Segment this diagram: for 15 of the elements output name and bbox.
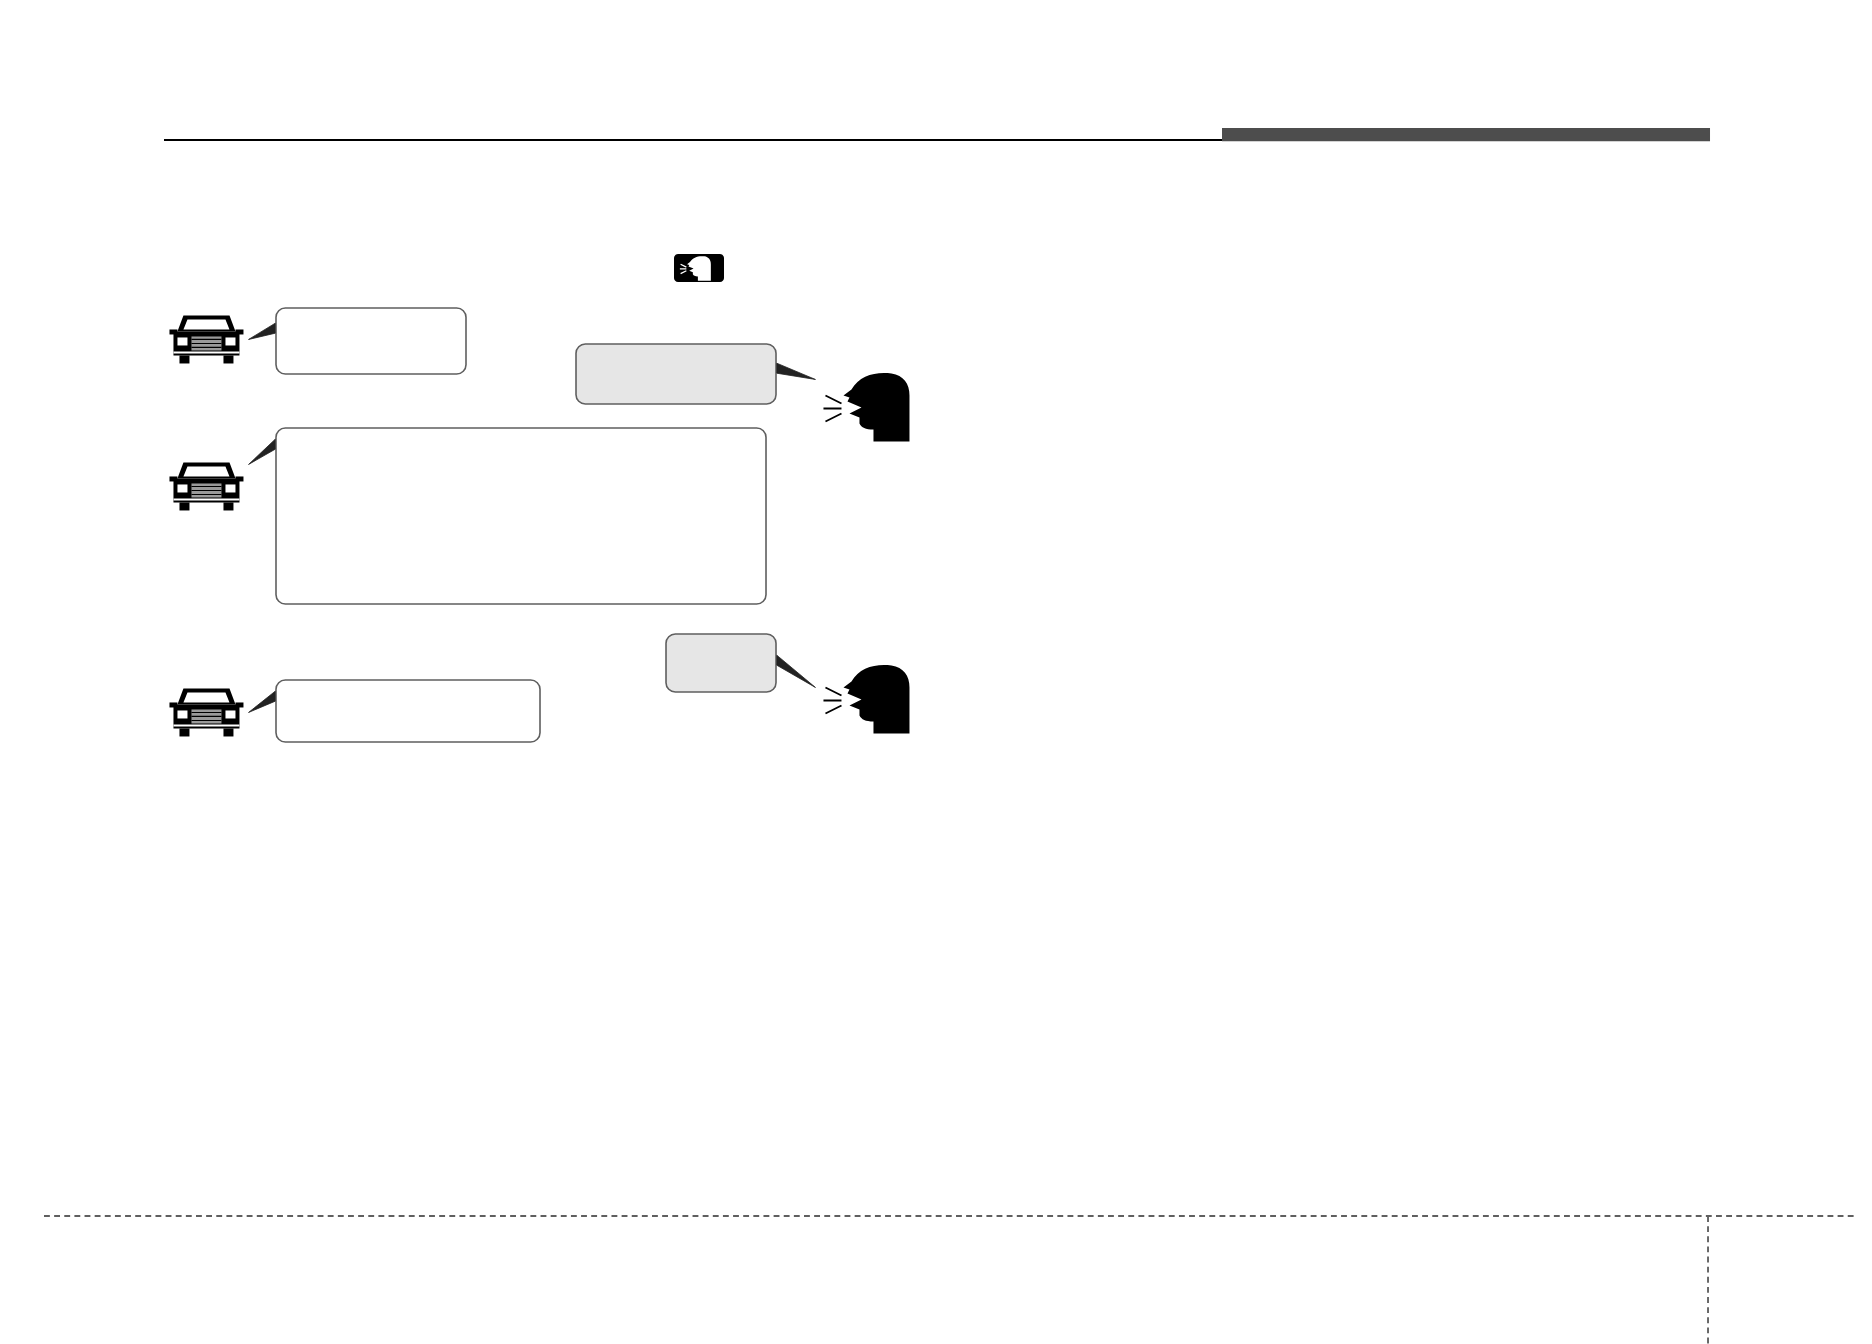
speech-bubble [665,633,777,693]
bubble-tail [248,690,276,713]
car-picture [169,688,244,737]
car-picture [169,462,244,511]
bubble-tail [776,362,816,380]
speech-bubble [275,427,767,605]
bubble-tail [776,654,816,688]
speech-bubble [575,343,777,405]
bubble-tail [248,322,276,340]
speech-bubble [275,679,541,743]
speaking-head-picture [822,665,910,734]
bubble-tail [248,438,276,465]
speech-bubble [275,307,467,375]
car-picture [169,315,244,364]
speaking-head-picture [822,373,910,442]
